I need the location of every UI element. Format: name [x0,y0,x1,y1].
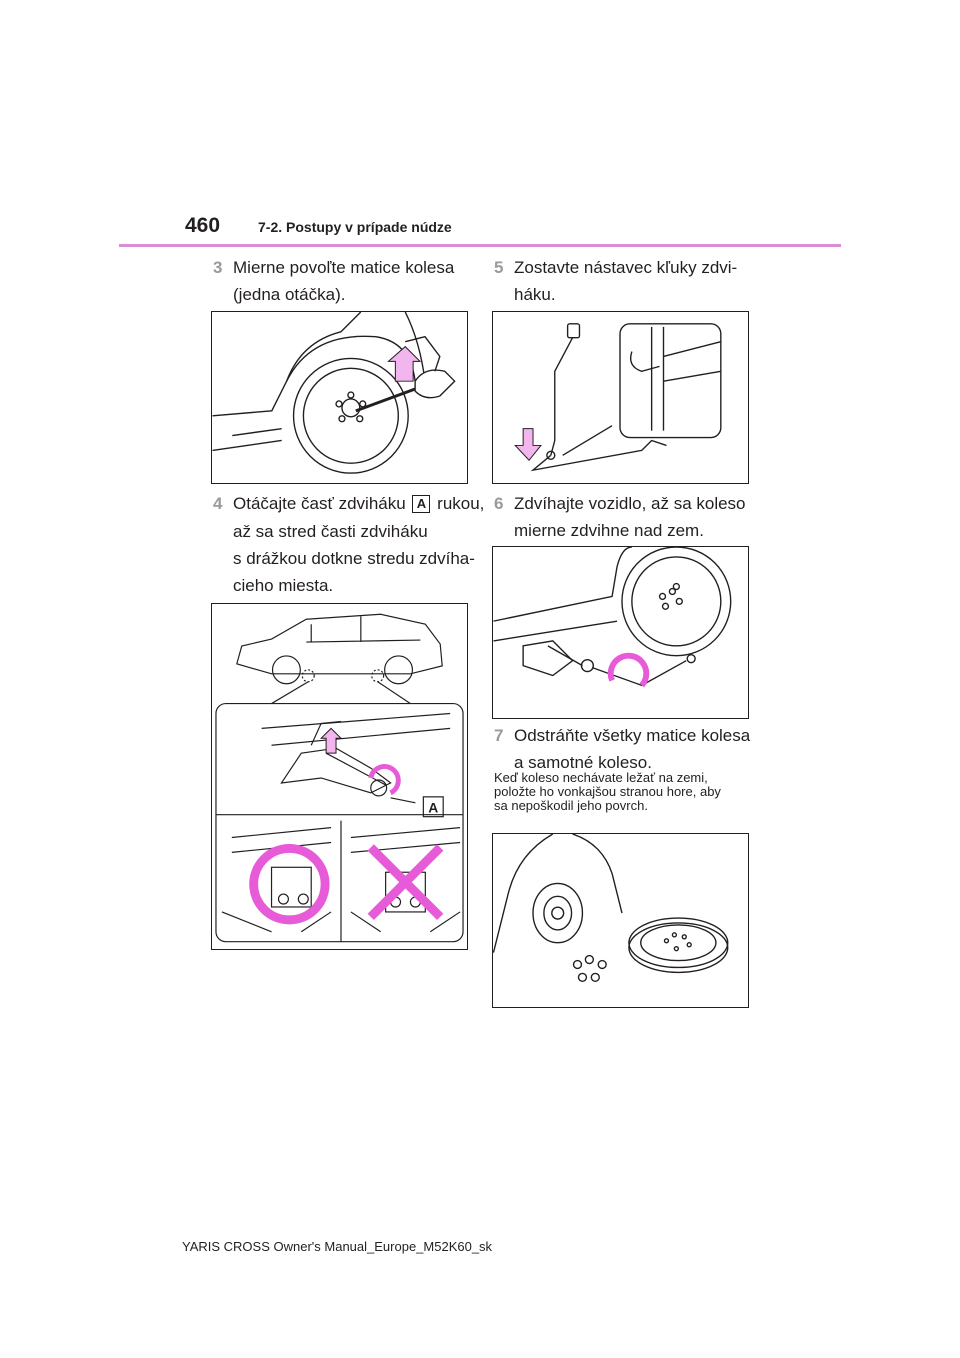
step-text-line: a samotné koleso. [514,753,652,772]
step-text-line: Zostavte nástavec kľuky zdvi- [514,258,738,277]
jack-position-illustration: A [215,613,464,943]
header-rule [119,244,841,247]
step-number: 5 [494,258,504,277]
figure-loosen-wheel-nuts [211,311,468,484]
step-text-line: Zdvíhajte vozidlo, až sa koleso [514,494,746,513]
step-text-line: mierne zdvihne nad zem. [514,521,704,540]
step-text-line: až sa stred časti zdviháku [233,522,428,541]
step-number: 6 [494,494,504,513]
loosen-nuts-illustration [212,312,456,474]
step-text-fragment: Otáčajte časť zdviháku [233,494,406,513]
step-number: 7 [494,726,504,745]
wheel-removed-illustration [493,834,729,982]
step-text-line: Mierne povoľte matice kolesa [233,258,455,277]
step-number: 4 [213,494,223,513]
step-text-line: cieho miesta. [233,576,334,595]
assemble-handle-illustration [514,323,722,472]
callout-badge-a: A [412,495,431,513]
step-number: 3 [213,258,223,277]
step-text-fragment: rukou, [437,494,485,513]
step-text-line: (jedna otáčka). [233,285,346,304]
step-text-line: Odstráňte všetky matice kolesa [514,726,751,745]
note-text: Keď koleso nechávate ležať na zemi, polo… [494,771,754,813]
figure-assemble-jack-handle [492,311,749,484]
raise-vehicle-illustration [493,547,732,688]
page-number: 460 [185,214,221,237]
figure-wheel-removed [492,833,749,1008]
callout-label-a: A [428,800,438,816]
step-text-line: háku. [514,285,556,304]
note-line: Keď koleso nechávate ležať na zemi, [494,770,708,785]
step-text-line: s drážkou dotkne stredu zdvíha- [233,549,475,568]
figure-raise-vehicle [492,546,749,719]
note-line: položte ho vonkajšou stranou hore, aby [494,784,721,799]
figure-jack-position: A [211,603,468,950]
step-text-line: Otáčajte časť zdviháku A rukou, [233,491,484,517]
note-line: sa nepoškodil jeho povrch. [494,798,648,813]
section-title: 7-2. Postupy v prípade núdze [258,219,452,235]
footer-manual-id: YARIS CROSS Owner's Manual_Europe_M52K60… [182,1239,493,1254]
